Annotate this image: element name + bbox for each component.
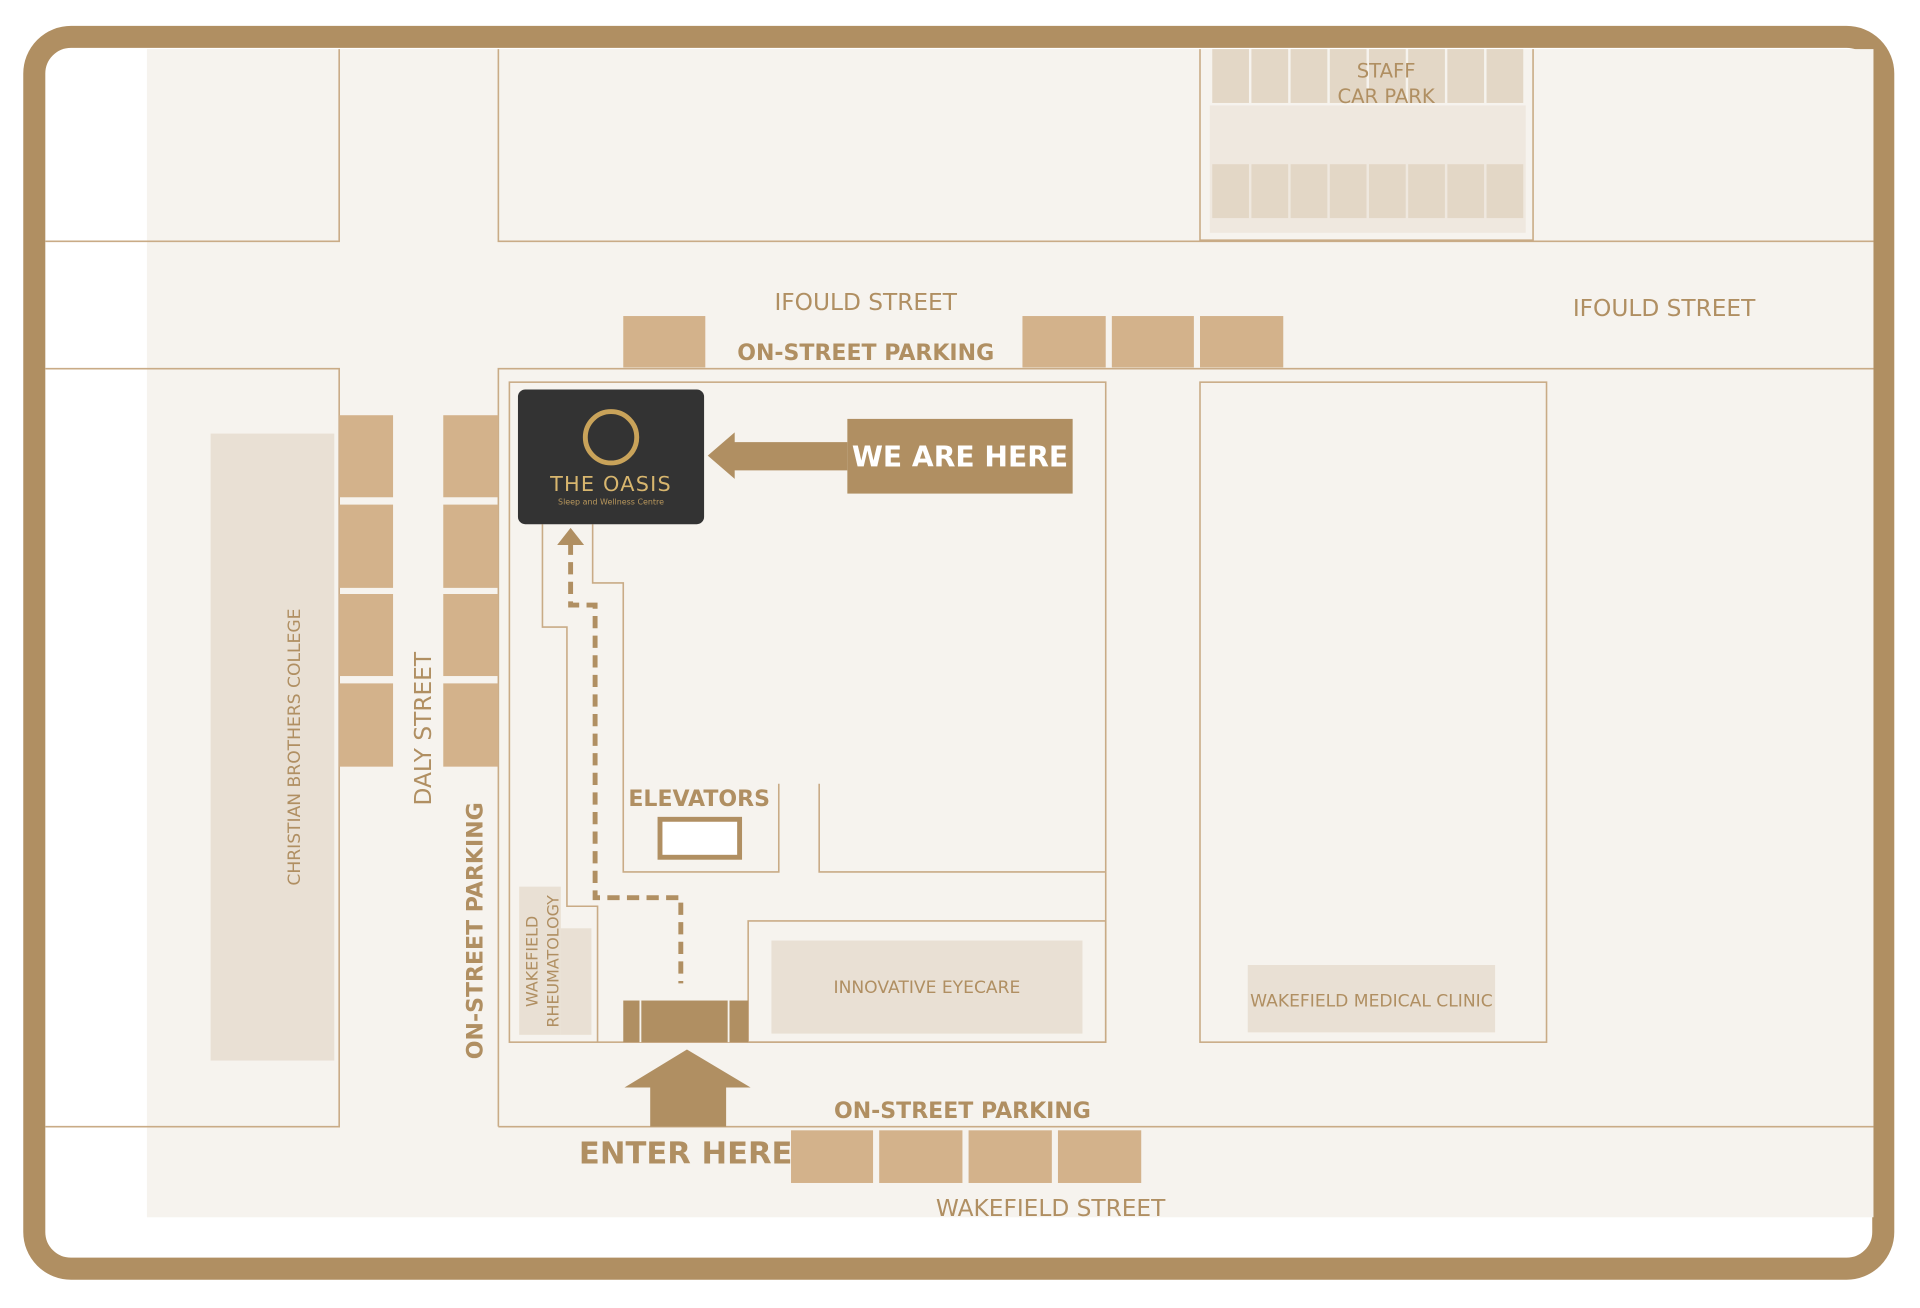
staff-car-park: STAFF CAR PARK <box>1209 49 1526 233</box>
enter-here-label: ENTER HERE <box>579 1136 793 1171</box>
staff-parking-stall <box>1368 49 1406 103</box>
staff-parking-stall <box>1251 164 1289 219</box>
parking-bays <box>339 316 1284 1183</box>
staff-parking-stall <box>1486 49 1524 103</box>
daly-street-label: DALY STREET <box>410 651 437 805</box>
enter-arrow-icon <box>624 1049 751 1127</box>
staff-parking-stall <box>1290 164 1328 219</box>
staff-car-park-label-2: CAR PARK <box>1337 85 1435 108</box>
we-are-here-arrow-icon <box>707 432 848 479</box>
elevators-label: ELEVATORS <box>628 787 770 812</box>
college-label: CHRISTIAN BROTHERS COLLEGE <box>285 609 305 886</box>
parking-bay <box>1057 1130 1142 1183</box>
staff-parking-stall <box>1212 49 1249 103</box>
staff-parking-stall <box>1368 164 1406 219</box>
parking-bay <box>339 594 394 677</box>
wakefield-rheumatology-annex <box>560 928 592 1035</box>
staff-parking-stall <box>1329 164 1367 219</box>
wakefield-street-label: WAKEFIELD STREET <box>936 1195 1166 1222</box>
parking-bay <box>443 504 499 588</box>
parking-bay <box>339 683 394 767</box>
eyecare-outline <box>747 920 1107 1043</box>
clinic-label: WAKEFIELD MEDICAL CLINIC <box>1250 992 1493 1012</box>
logo-tagline: Sleep and Wellness Centre <box>558 498 664 507</box>
wakefield-medical-clinic <box>1247 965 1496 1033</box>
staff-parking-stall <box>1447 164 1485 219</box>
corridor-walls <box>541 524 1106 1043</box>
staff-parking-stall <box>1408 49 1445 103</box>
parking-bay <box>623 316 706 368</box>
we-are-here-callout <box>847 418 1073 494</box>
we-are-here-label: WE ARE HERE <box>852 441 1068 474</box>
parking-bay <box>339 415 394 498</box>
entrance-door <box>623 1000 749 1043</box>
staff-parking-stall <box>1290 49 1328 103</box>
parking-bay <box>791 1130 874 1183</box>
staff-parking-stall <box>1408 164 1445 219</box>
logo-name: THE OASIS <box>549 472 672 496</box>
bottom-parking-label: ON-STREET PARKING <box>834 1099 1091 1124</box>
parking-bay <box>1200 316 1284 368</box>
left-parking-label: ON-STREET PARKING <box>463 802 488 1059</box>
ifould-street-label: IFOULD STREET <box>774 289 957 316</box>
staff-parking-stall <box>1447 49 1485 103</box>
parking-bay <box>1022 316 1106 368</box>
rheumatology-label-2: RHEUMATOLOGY <box>543 895 562 1028</box>
innovative-eyecare <box>771 940 1083 1034</box>
parking-bay <box>443 415 499 498</box>
staff-parking-stall <box>1212 164 1249 219</box>
parking-bay <box>879 1130 963 1183</box>
top-parking-label: ON-STREET PARKING <box>737 341 994 366</box>
christian-brothers-college <box>210 433 335 1061</box>
oasis-logo: THE OASIS Sleep and Wellness Centre <box>517 389 705 525</box>
parking-bay <box>968 1130 1052 1183</box>
staff-parking-stall <box>1251 49 1289 103</box>
rheumatology-label: WAKEFIELD <box>523 916 542 1007</box>
route-arrow-icon <box>557 527 585 546</box>
parking-bay <box>339 504 394 588</box>
staff-car-park-label: STAFF <box>1357 59 1416 82</box>
staff-parking-stall <box>1486 164 1524 219</box>
wakefield-rheumatology <box>519 886 561 1035</box>
eyecare-label: INNOVATIVE EYECARE <box>834 978 1021 998</box>
ifould-street-label-right: IFOULD STREET <box>1573 295 1756 322</box>
walking-route <box>568 542 684 984</box>
staff-parking-stall <box>1329 49 1367 103</box>
parking-bay <box>1111 316 1194 368</box>
parking-bay <box>443 683 499 767</box>
parking-bay <box>443 594 499 677</box>
elevator-icon <box>657 816 743 860</box>
oasis-ring-icon <box>582 409 640 466</box>
